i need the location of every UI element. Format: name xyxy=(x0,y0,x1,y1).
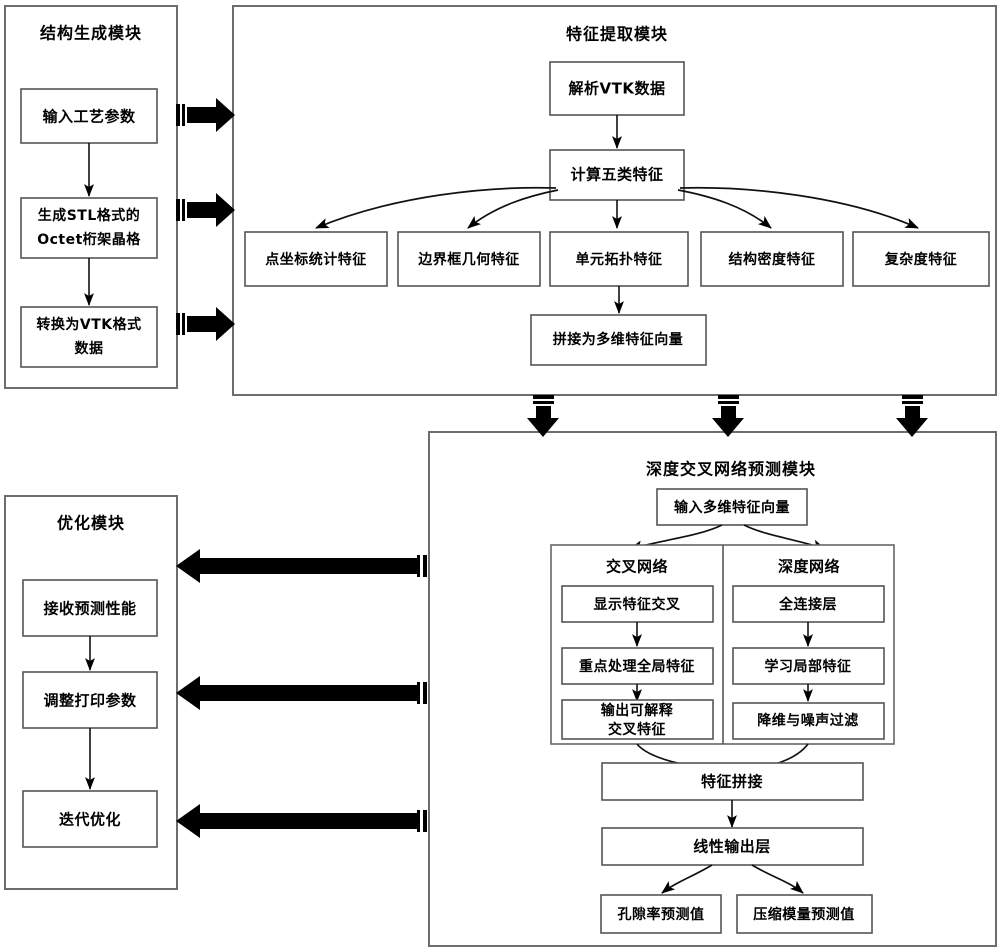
node-iterative-optimization-label: 迭代优化 xyxy=(59,811,121,829)
thick-arrow-left-2 xyxy=(176,676,427,710)
node-iterative-optimization[interactable] xyxy=(22,790,158,848)
thick-arrow-right-2 xyxy=(176,193,235,227)
node-parse-vtk-label: 解析VTK数据 xyxy=(569,80,666,98)
node-modulus-prediction-label: 压缩模量预测值 xyxy=(753,906,855,923)
thick-arrow-left-3 xyxy=(176,804,427,838)
node-porosity-prediction-label: 孔隙率预测值 xyxy=(618,906,705,923)
node-linear-output[interactable] xyxy=(601,827,864,866)
edge-compute-to-feature-2 xyxy=(467,189,559,229)
feature-box-structure-density-label: 结构密度特征 xyxy=(729,251,816,268)
feature-box-complexity[interactable] xyxy=(852,231,990,287)
node-compute-five-label: 计算五类特征 xyxy=(570,166,663,184)
node-parse-vtk[interactable] xyxy=(549,61,685,116)
edge-linear-to-porosity xyxy=(661,864,713,894)
node-modulus-prediction[interactable] xyxy=(736,894,873,934)
node-input-vector-label: 输入多维特征向量 xyxy=(674,499,790,516)
node-feature-concat[interactable] xyxy=(601,762,864,801)
node-linear-output-label: 线性输出层 xyxy=(693,838,771,856)
feature-box-point-coord[interactable] xyxy=(244,231,388,287)
feature-box-cell-topology-label: 单元拓扑特征 xyxy=(576,251,663,268)
thick-arrow-right-1 xyxy=(176,98,235,132)
node-adjust-print-params[interactable] xyxy=(22,671,158,729)
edge-compute-to-feature-4 xyxy=(677,189,772,229)
node-fully-connected-label: 全连接层 xyxy=(778,596,837,613)
node-concat-vector[interactable] xyxy=(530,314,707,366)
node-explicit-cross-label: 显示特征交叉 xyxy=(594,596,681,613)
node-generate-stl-label-1: 生成STL格式的 xyxy=(38,207,141,224)
node-receive-performance[interactable] xyxy=(22,579,158,637)
panel-deepcross-title: 深度交叉网络预测模块 xyxy=(646,460,816,479)
branch-deep-network-title: 深度网络 xyxy=(778,558,840,576)
node-explicit-cross[interactable] xyxy=(561,585,714,623)
node-convert-vtk-label-2: 数据 xyxy=(75,340,104,357)
thick-arrow-down-3 xyxy=(896,395,928,437)
panel-structure-title: 结构生成模块 xyxy=(39,24,142,43)
node-compute-five[interactable] xyxy=(549,149,685,201)
feature-box-cell-topology[interactable] xyxy=(549,231,689,287)
node-dim-reduction-label: 降维与噪声过滤 xyxy=(757,712,859,729)
edge-compute-to-feature-1 xyxy=(315,186,557,229)
node-generate-stl-label-2: Octet桁架晶格 xyxy=(37,231,141,248)
node-concat-vector-label: 拼接为多维特征向量 xyxy=(553,331,684,348)
thick-arrow-right-3 xyxy=(176,307,235,341)
thick-arrow-down-2 xyxy=(712,395,744,437)
node-interpretable-cross-label-2: 交叉特征 xyxy=(608,721,666,738)
feature-box-bbox-geom[interactable] xyxy=(397,231,541,287)
node-adjust-print-params-label: 调整打印参数 xyxy=(43,692,137,710)
panel-feature-title: 特征提取模块 xyxy=(566,25,668,44)
thick-arrow-left-1 xyxy=(176,549,427,583)
node-local-feature[interactable] xyxy=(732,647,885,685)
node-dim-reduction[interactable] xyxy=(732,702,885,740)
node-global-feature[interactable] xyxy=(561,647,714,685)
feature-box-bbox-geom-label: 边界框几何特征 xyxy=(417,251,520,268)
node-receive-performance-label: 接收预测性能 xyxy=(43,600,136,618)
node-input-vector[interactable] xyxy=(656,488,808,526)
feature-box-point-coord-label: 点坐标统计特征 xyxy=(265,251,367,268)
branch-cross-network-title: 交叉网络 xyxy=(606,558,668,576)
feature-box-structure-density[interactable] xyxy=(700,231,844,287)
node-generate-stl[interactable] xyxy=(20,197,158,259)
panel-optimization-title: 优化模块 xyxy=(57,514,125,533)
feature-box-complexity-label: 复杂度特征 xyxy=(884,251,958,268)
node-interpretable-cross[interactable] xyxy=(561,699,714,740)
node-convert-vtk-label-1: 转换为VTK格式 xyxy=(36,316,141,333)
edge-compute-to-feature-5 xyxy=(679,186,919,229)
node-feature-concat-label: 特征拼接 xyxy=(701,773,763,791)
node-interpretable-cross-label-1: 输出可解释 xyxy=(601,702,674,719)
edge-linear-to-modulus xyxy=(751,864,804,894)
node-global-feature-label: 重点处理全局特征 xyxy=(579,658,695,675)
node-input-params-label: 输入工艺参数 xyxy=(42,108,136,126)
node-porosity-prediction[interactable] xyxy=(600,894,722,934)
node-local-feature-label: 学习局部特征 xyxy=(765,658,852,675)
thick-arrow-down-1 xyxy=(527,395,559,437)
node-convert-vtk[interactable] xyxy=(20,306,158,368)
